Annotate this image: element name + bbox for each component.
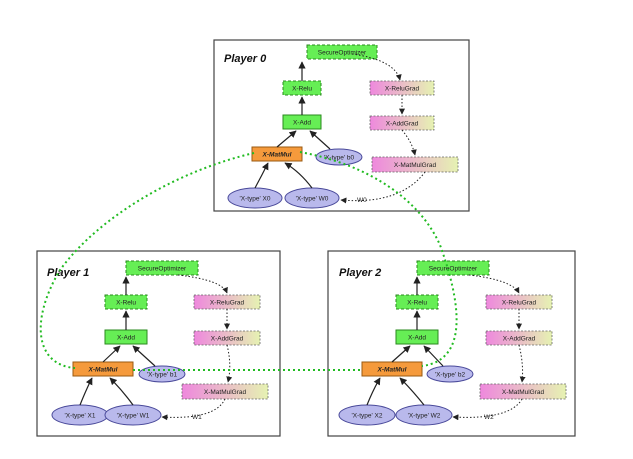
player-1-secure-optimizer-label: SecureOptimizer bbox=[138, 266, 187, 273]
player-2-add-label: X-Add bbox=[408, 335, 426, 342]
player-0-x-label: 'X-type' X0 bbox=[239, 196, 270, 203]
player-1-add-label: X-Add bbox=[117, 335, 135, 342]
player-1-edge-x-matmul bbox=[79, 377, 93, 406]
player-1-matmul-label: X-MatMul bbox=[88, 367, 118, 374]
player-2-edge-matmul-add bbox=[391, 345, 411, 363]
player-1-w-label: 'X-type' W1 bbox=[117, 413, 150, 420]
player-1-edge-matmul-add bbox=[102, 345, 121, 363]
player-1-edge-matmulgrad-w bbox=[161, 398, 226, 421]
player-2-add-grad-label: X-AddGrad bbox=[503, 336, 536, 343]
player-1-x-label: 'X-type' X1 bbox=[64, 413, 95, 420]
player-0-bias-tensor bbox=[315, 148, 363, 166]
player-2-secure-optimizer-node bbox=[416, 260, 490, 276]
player-1-edge-opt-relugrad bbox=[177, 274, 228, 294]
player-0-relu-label: X-Relu bbox=[292, 86, 312, 93]
player-0-matmul-grad-node bbox=[371, 156, 459, 173]
player-0-edge-matmulgrad-w bbox=[340, 171, 426, 204]
player-1-w-edge-label: W1 bbox=[192, 414, 202, 421]
player-0-matmul-grad-label: X-MatMulGrad bbox=[394, 162, 437, 169]
player-2-bias-tensor bbox=[426, 365, 474, 383]
player-0-panel: Player 0 SecureOptimizer X-Relu X-Add X-… bbox=[213, 39, 470, 212]
player-2-title: Player 2 bbox=[339, 267, 381, 279]
player-1-relu-grad-label: X-ReluGrad bbox=[210, 300, 245, 307]
link-p0-p1-matmul bbox=[39, 152, 255, 369]
player-2-edge-matmulgrad-w bbox=[452, 398, 523, 421]
player-0-edge-matmul-add bbox=[276, 130, 297, 148]
player-0-edge-addgrad-matmulgrad bbox=[401, 129, 417, 156]
player-0-w-edge-label: W0 bbox=[357, 197, 367, 204]
player-1-secure-optimizer-node bbox=[125, 260, 199, 276]
player-1-matmul-grad-label: X-MatMulGrad bbox=[204, 389, 247, 396]
player-1-title: Player 1 bbox=[47, 267, 89, 279]
player-2-w-label: 'X-type' W2 bbox=[408, 413, 441, 420]
player-1-add-grad-label: X-AddGrad bbox=[211, 336, 244, 343]
player-2-matmul-label: X-MatMul bbox=[377, 367, 407, 374]
player-0-relu-grad-label: X-ReluGrad bbox=[385, 86, 420, 93]
player-2-bias-label: 'X-type' b2 bbox=[435, 372, 466, 379]
player-1-edge-w-matmul bbox=[109, 377, 134, 406]
player-0-add-grad-label: X-AddGrad bbox=[386, 121, 419, 128]
player-2-edge-w-matmul bbox=[399, 377, 425, 406]
player-0-relu-node bbox=[282, 80, 322, 96]
player-0-secure-optimizer-label: SecureOptimizer bbox=[318, 50, 367, 57]
player-1-relu-label: X-Relu bbox=[116, 300, 136, 307]
player-1-edge-bias-add bbox=[132, 345, 156, 367]
player-2-relu-grad-label: X-ReluGrad bbox=[502, 300, 537, 307]
player-2-relu-label: X-Relu bbox=[407, 300, 427, 307]
player-2-matmul-grad-node bbox=[479, 383, 567, 400]
player-0-matmul-label: X-MatMul bbox=[262, 152, 292, 159]
player-2-secure-optimizer-label: SecureOptimizer bbox=[429, 266, 478, 273]
player-2-w-edge-label: W2 bbox=[484, 414, 494, 421]
player-2-matmul-grad-label: X-MatMulGrad bbox=[502, 389, 545, 396]
player-0-add-label: X-Add bbox=[293, 120, 311, 127]
player-2-x-label: 'X-type' X2 bbox=[351, 413, 382, 420]
player-0-edge-bias-add bbox=[309, 130, 331, 150]
player-0-title: Player 0 bbox=[224, 53, 267, 65]
player-1-panel: Player 1 SecureOptimizer X-Relu X-Add X-… bbox=[36, 250, 281, 437]
player-0-edge-x-matmul bbox=[254, 162, 269, 189]
player-2-panel: Player 2 SecureOptimizer X-Relu X-Add X-… bbox=[327, 250, 576, 437]
player-0-w-label: 'X-type' W0 bbox=[296, 196, 329, 203]
player-2-edge-x-matmul bbox=[366, 377, 381, 406]
inter-player-links bbox=[39, 151, 458, 371]
player-1-bias-label: 'X-type' b1 bbox=[147, 372, 178, 379]
player-0-bias-label: 'X-type' b0 bbox=[324, 155, 355, 162]
player-0-edge-w-matmul bbox=[284, 162, 313, 189]
player-2-edge-bias-add bbox=[423, 345, 444, 367]
